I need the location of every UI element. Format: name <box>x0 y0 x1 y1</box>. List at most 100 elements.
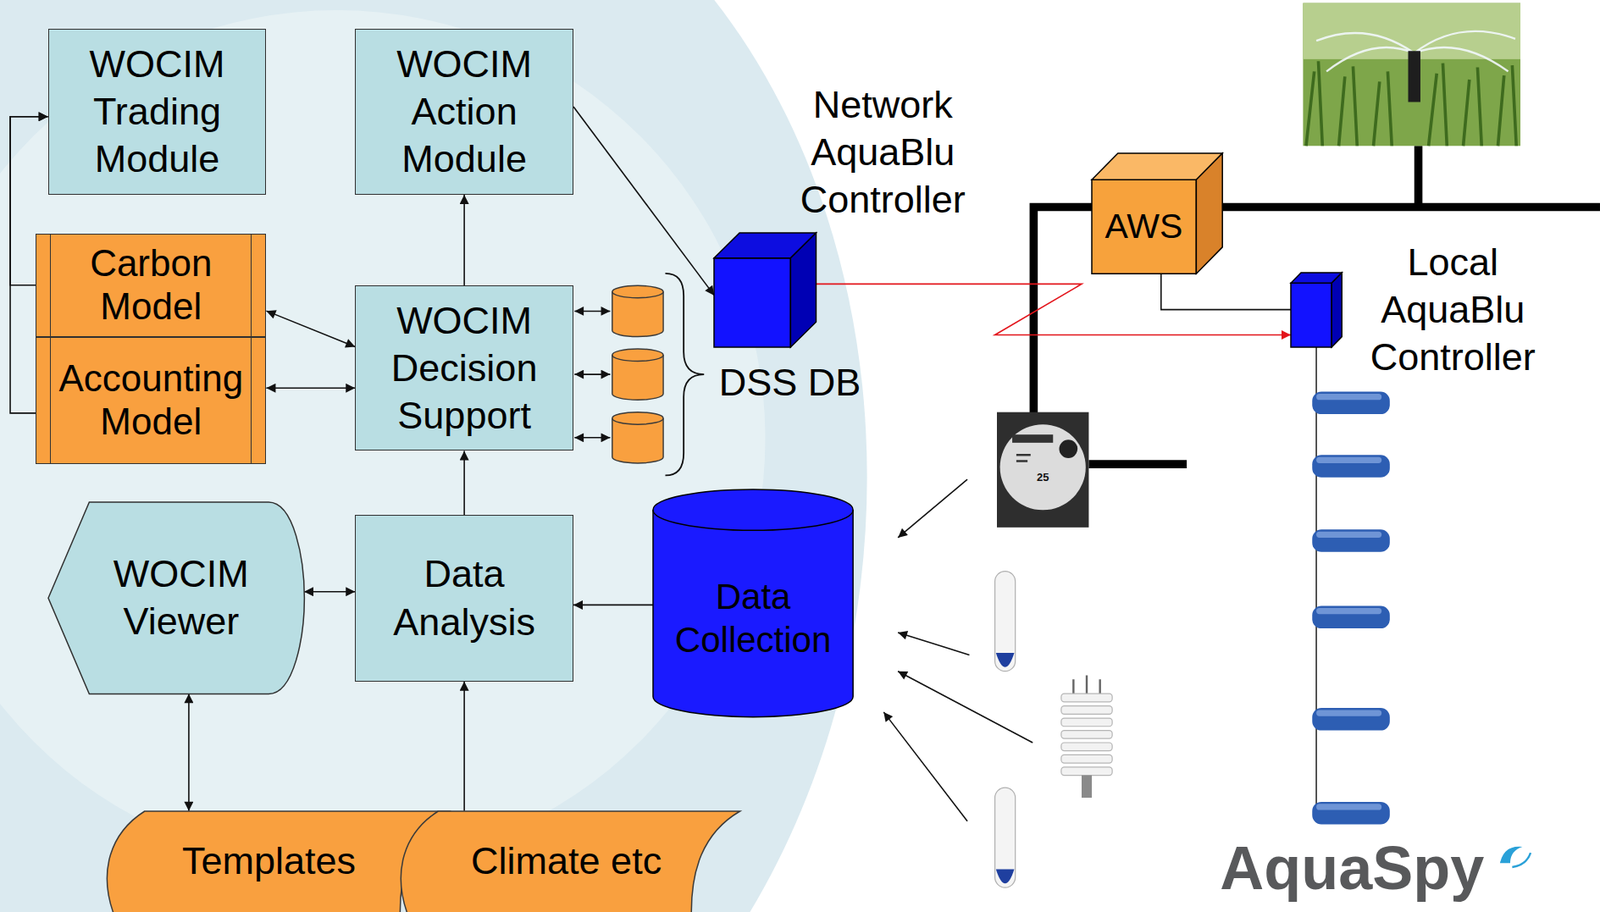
capacitance-probe <box>1316 531 1382 538</box>
capacitance-probe <box>1312 454 1390 478</box>
weather-station <box>1081 775 1092 799</box>
connector <box>188 693 190 812</box>
capacitance-probe <box>1312 347 1390 825</box>
node-text-area: Accounting Model <box>55 340 248 460</box>
node-label: Templates <box>182 837 356 886</box>
inner-rule <box>250 337 252 465</box>
connector <box>265 387 355 390</box>
sensor-arrow <box>883 479 1033 822</box>
node-text-area: WOCIM Decision Support <box>368 294 561 443</box>
db-cylinder <box>612 418 664 425</box>
node-text-area: AWS <box>1096 183 1192 270</box>
capacitance-probe <box>1316 709 1382 716</box>
weather-station <box>1061 767 1113 776</box>
node-heading: Local AquaBlu Controller <box>1355 238 1551 382</box>
water-meter-photo <box>1012 434 1053 443</box>
water-pipe <box>1088 459 1187 469</box>
model-box: Carbon Model <box>35 233 266 338</box>
data-store: Templates <box>99 811 449 912</box>
sprinkler-photo <box>1302 3 1521 147</box>
sprinkler-photo <box>1408 50 1421 102</box>
controller-cube-outline <box>714 232 816 348</box>
weather-station <box>1061 675 1113 799</box>
node-label: Local AquaBlu Controller <box>1355 238 1551 382</box>
soil-probe <box>996 869 1015 884</box>
node-text-area: Data Analysis <box>368 524 561 673</box>
decision-support-box: WOCIM Decision Support <box>354 285 574 451</box>
connector <box>463 194 466 286</box>
bidirectional-arrow <box>574 310 610 313</box>
node-text-area: WOCIM Trading Module <box>60 37 254 186</box>
bidirectional-arrow <box>574 437 610 439</box>
node-label: Carbon Model <box>55 242 248 328</box>
weather-station-cube-face <box>1091 179 1196 274</box>
connector <box>573 106 715 296</box>
connector <box>1161 273 1291 311</box>
viewer-display-face <box>48 502 305 694</box>
data-store-face <box>400 811 740 912</box>
connector <box>463 681 466 812</box>
database-cylinder-face <box>653 489 853 718</box>
curly-brace <box>664 273 704 477</box>
capacitance-probe <box>1315 347 1318 817</box>
node-label: AWS <box>1105 204 1184 249</box>
sensor-arrow <box>897 632 969 656</box>
data-store-face <box>106 811 449 912</box>
connector <box>463 450 466 515</box>
weather-station <box>1061 742 1113 752</box>
connector <box>304 591 355 593</box>
node-text-area: Templates <box>160 817 378 907</box>
water-meter-photo <box>1058 439 1078 459</box>
soil-probe <box>995 571 1016 672</box>
weather-station-cube: AWS <box>1091 153 1223 274</box>
capacitance-probe <box>1316 393 1382 400</box>
weather-station <box>1061 693 1113 703</box>
weather-station <box>1061 754 1113 764</box>
weather-station <box>1061 706 1113 715</box>
process-box: Data Analysis <box>354 514 574 681</box>
db-cylinder <box>612 354 664 361</box>
data-store-face <box>400 811 740 912</box>
inner-rule <box>250 234 252 337</box>
node-label: Climate etc <box>470 837 662 886</box>
weather-station <box>1061 718 1113 727</box>
node-label: Data Collection <box>661 575 846 662</box>
controller-cube: Network AquaBlu Controller <box>714 232 816 348</box>
meter-reading: 25 <box>1036 470 1049 482</box>
capacitance-probe <box>1312 529 1390 553</box>
capacitance-probe <box>1312 606 1390 630</box>
sprinkler-photo <box>1302 3 1521 147</box>
node-text-area: Carbon Model <box>55 237 248 333</box>
capacitance-probe <box>1316 803 1382 810</box>
controller-cube-face <box>1290 282 1332 348</box>
node-text-area: WOCIM Viewer <box>84 509 278 686</box>
node-text-area: Data Collection <box>661 530 846 707</box>
node-heading: Network AquaBlu Controller <box>785 81 980 225</box>
capacitance-probe <box>1312 708 1390 731</box>
logo-droplet <box>1500 847 1523 864</box>
water-meter-photo <box>1000 424 1086 510</box>
sensor-arrow <box>883 712 968 822</box>
water-meter-photo <box>996 412 1089 528</box>
logo-wordmark: AquaSpy <box>1219 837 1484 899</box>
db-cylinder <box>612 285 664 464</box>
database-label: DSS DB <box>719 362 862 401</box>
inner-rule <box>49 234 51 337</box>
db-cylinder <box>612 412 664 464</box>
logo-droplet <box>1511 852 1531 868</box>
soil-probe <box>995 571 1016 888</box>
module-box: WOCIM Action Module <box>354 28 574 195</box>
node-label: WOCIM Trading Module <box>60 40 254 184</box>
data-store: Climate etc <box>393 811 741 912</box>
soil-probe <box>996 653 1015 668</box>
sensor-arrow <box>897 671 1033 743</box>
db-cylinder <box>612 285 664 337</box>
capacitance-probe <box>1316 457 1382 464</box>
viewer-display-outline <box>48 502 305 694</box>
node-label: Network AquaBlu Controller <box>785 81 980 225</box>
connector <box>265 310 355 347</box>
logo-droplet <box>1500 847 1531 868</box>
model-box: Accounting Model <box>35 337 266 466</box>
